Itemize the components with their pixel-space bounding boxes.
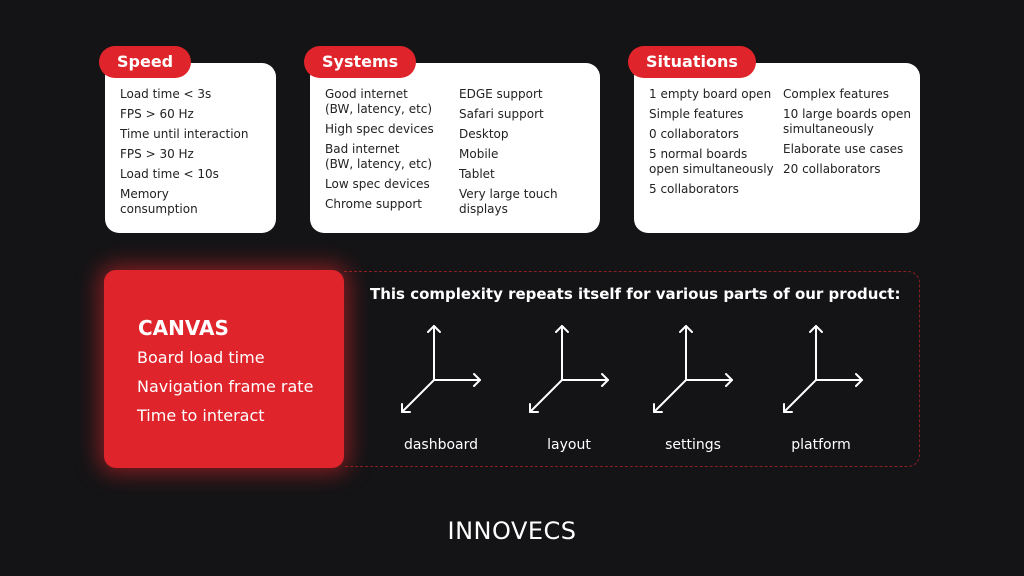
speed-item: FPS > 30 Hz bbox=[120, 147, 194, 161]
situations-item: 5 collaborators bbox=[649, 182, 739, 196]
situations-item: 1 empty board open bbox=[649, 87, 772, 101]
3d-axis-icon bbox=[529, 325, 609, 413]
systems-list-2: EDGE support Safari support Desktop Mobi… bbox=[459, 87, 594, 222]
systems-item: High spec devices bbox=[325, 122, 434, 136]
systems-item: Very large touch displays bbox=[459, 187, 558, 216]
systems-list-1: Good internet (BW, latency, etc) High sp… bbox=[325, 87, 453, 217]
canvas-item: Time to interact bbox=[137, 406, 265, 425]
systems-item: Bad internet (BW, latency, etc) bbox=[325, 142, 433, 171]
systems-item: Low spec devices bbox=[325, 177, 430, 191]
speed-list: Load time < 3s FPS > 60 Hz Time until in… bbox=[120, 87, 270, 222]
speed-item: Time until interaction bbox=[120, 127, 249, 141]
systems-item: Chrome support bbox=[325, 197, 422, 211]
speed-title: Speed bbox=[99, 46, 192, 78]
repeat-container bbox=[344, 271, 920, 467]
3d-axis-icon bbox=[653, 325, 733, 413]
situations-item: Simple features bbox=[649, 107, 744, 121]
situations-title: Situations bbox=[628, 46, 756, 78]
brand-logo: INNOVECS bbox=[447, 517, 577, 545]
speed-item: FPS > 60 Hz bbox=[120, 107, 194, 121]
systems-item: Safari support bbox=[459, 107, 544, 121]
canvas-item: Navigation frame rate bbox=[137, 377, 314, 396]
3d-axis-icon bbox=[783, 325, 863, 413]
systems-item: Tablet bbox=[459, 167, 495, 181]
systems-card: Systems Good internet (BW, latency, etc)… bbox=[304, 46, 600, 233]
situations-item: 5 normal boards open simultaneously bbox=[649, 147, 774, 176]
speed-item: Memory consumption bbox=[120, 187, 198, 216]
systems-item: Good internet (BW, latency, etc) bbox=[325, 87, 433, 116]
systems-item: Desktop bbox=[459, 127, 509, 141]
part-label-platform: platform bbox=[791, 437, 851, 453]
systems-title: Systems bbox=[304, 46, 417, 78]
situations-list-2: Complex features 10 large boards open si… bbox=[783, 87, 915, 182]
part-label-settings: settings bbox=[665, 437, 721, 453]
canvas-item: Board load time bbox=[137, 348, 265, 367]
situations-item: Complex features bbox=[783, 87, 890, 101]
situations-item: 20 collaborators bbox=[783, 162, 881, 176]
canvas-box: CANVAS Board load time Navigation frame … bbox=[104, 270, 344, 468]
repeat-heading: This complexity repeats itself for vario… bbox=[370, 285, 901, 303]
3d-axis-icon bbox=[401, 325, 481, 413]
speed-item: Load time < 3s bbox=[120, 87, 212, 101]
part-label-dashboard: dashboard bbox=[403, 437, 479, 453]
canvas-title: CANVAS bbox=[138, 316, 229, 340]
situations-list-1: 1 empty board open Simple features 0 col… bbox=[649, 87, 779, 202]
speed-item: Load time < 10s bbox=[120, 167, 219, 181]
situations-item: 0 collaborators bbox=[649, 127, 739, 141]
systems-item: EDGE support bbox=[459, 87, 543, 101]
situations-item: 10 large boards open simultaneously bbox=[783, 107, 911, 136]
speed-card: Speed Load time < 3s FPS > 60 Hz Time un… bbox=[99, 46, 276, 233]
situations-item: Elaborate use cases bbox=[783, 142, 904, 156]
situations-card: Situations 1 empty board open Simple fea… bbox=[628, 46, 920, 233]
part-label-layout: layout bbox=[547, 437, 591, 453]
systems-item: Mobile bbox=[459, 147, 499, 161]
